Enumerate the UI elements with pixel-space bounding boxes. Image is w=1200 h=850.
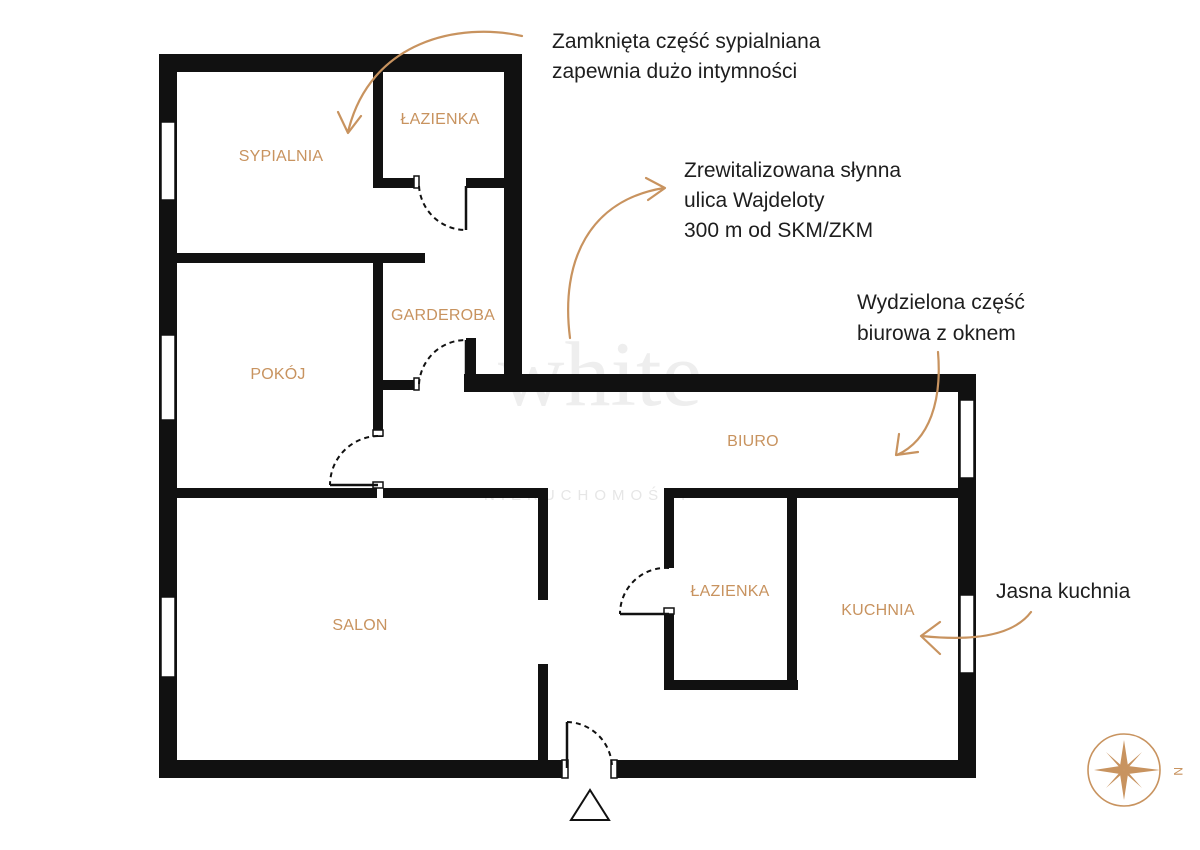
- note-bedroom-line-2: zapewnia dużo intymności: [552, 60, 797, 83]
- arrow-bedroom: [336, 30, 524, 135]
- room-label-biuro: BIURO: [727, 433, 779, 450]
- note-kitchen-line-1: Jasna kuchnia: [996, 580, 1131, 603]
- doors: [329, 175, 675, 779]
- window-kuchnia: [959, 594, 975, 674]
- note-office-line-2: biurowa z oknem: [857, 322, 1016, 345]
- room-label-lazienka-bottom: ŁAZIENKA: [691, 583, 770, 600]
- note-street-line-1: Zrewitalizowana słynna: [684, 159, 901, 182]
- window-pokoj: [160, 334, 176, 421]
- room-label-sypialnia: SYPIALNIA: [239, 148, 324, 165]
- room-label-pokoj: POKÓJ: [250, 364, 305, 383]
- exterior-walls: [159, 54, 976, 778]
- note-office-line-1: Wydzielona część: [857, 291, 1025, 314]
- room-label-salon: SALON: [332, 617, 387, 634]
- note-bedroom-line-1: Zamknięta część sypialniana: [552, 30, 821, 53]
- room-label-kuchnia: KUCHNIA: [841, 602, 915, 619]
- windows: [160, 121, 975, 678]
- compass-icon: [1087, 733, 1161, 807]
- arrow-kitchen: [919, 610, 1033, 656]
- room-label-lazienka-top: ŁAZIENKA: [401, 111, 480, 128]
- compass-label: N: [1171, 767, 1185, 776]
- window-salon: [160, 596, 176, 678]
- window-biuro: [959, 399, 975, 479]
- arrow-office: [894, 350, 940, 457]
- note-street-line-2: ulica Wajdeloty: [684, 189, 825, 212]
- window-bedroom: [160, 121, 176, 201]
- interior-walls: [177, 54, 960, 764]
- note-street-line-3: 300 m od SKM/ZKM: [684, 219, 873, 242]
- entrance-marker: [569, 788, 611, 821]
- arrow-street: [567, 176, 667, 340]
- room-label-garderoba: GARDEROBA: [391, 307, 495, 324]
